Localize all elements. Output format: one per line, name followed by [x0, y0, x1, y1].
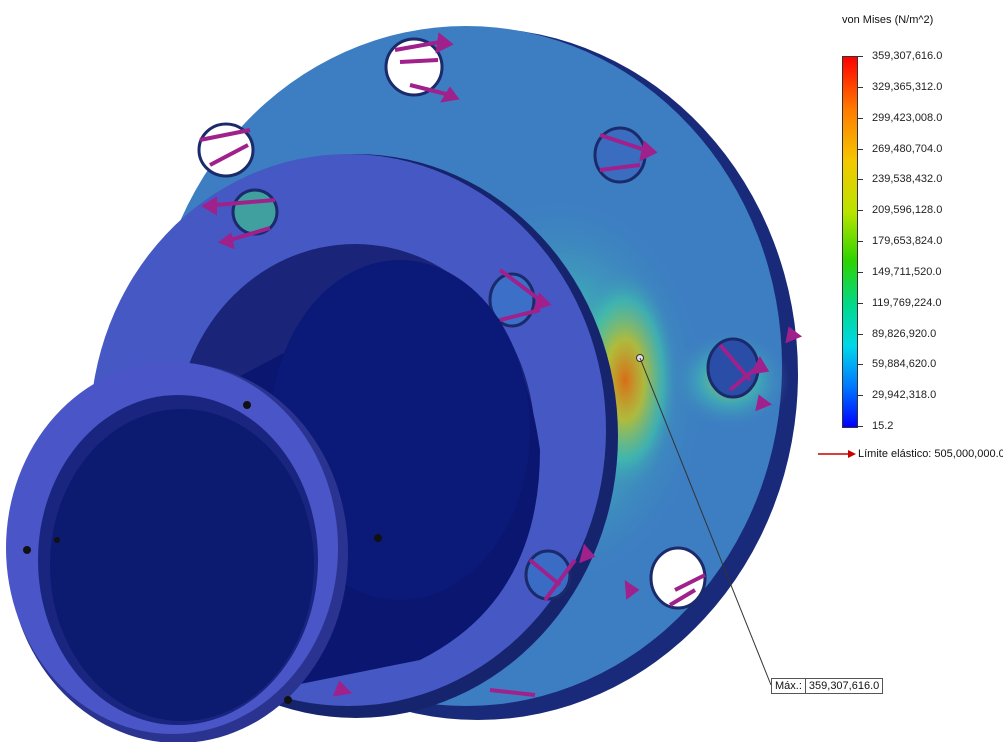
legend-tick-label: 359,307,616.0: [872, 50, 943, 62]
max-value: 359,307,616.0: [808, 680, 880, 692]
legend-tick-mark: [857, 86, 863, 88]
legend-title: von Mises (N/m^2): [842, 14, 934, 26]
legend-color-bar: [842, 56, 858, 428]
max-probe[interactable]: [636, 354, 772, 686]
legend-tick-mark: [857, 271, 863, 273]
legend-tick-label: 149,711,520.0: [872, 265, 942, 278]
legend-tick-mark: [857, 302, 863, 304]
rim-hole: [284, 696, 292, 704]
legend-tick-mark: [857, 148, 863, 150]
legend-tick-mark: [857, 364, 863, 366]
legend-tick-label: 29,942,318.0: [872, 389, 937, 402]
legend-tick-mark: [857, 395, 863, 397]
legend-tick-mark: [857, 179, 863, 181]
legend-tick-label: 299,423,008.0: [872, 111, 943, 124]
max-value-callout[interactable]: Máx.: 359,307,616.0: [771, 678, 884, 694]
legend-tick-label: 119,769,224.0: [872, 296, 942, 309]
yield-arrow-icon: [818, 448, 856, 463]
legend-tick-label: 209,596,128.0: [872, 204, 943, 217]
legend-tick-mark: [857, 56, 863, 57]
legend-tick-mark: [857, 210, 863, 212]
rim-hole: [54, 537, 60, 543]
legend-tick-label: 59,884,620.0: [872, 358, 937, 371]
front-rim: [6, 362, 382, 742]
legend-tick-label: 89,826,920.0: [872, 327, 937, 340]
legend-tick-label: 179,653,824.0: [872, 235, 943, 247]
legend-tick-label: 269,480,704.0: [872, 142, 943, 155]
bolt-hole: [384, 37, 444, 97]
legend-tick-label: 239,538,432.0: [872, 173, 943, 186]
legend-tick-label: 329,365,312.0: [872, 80, 943, 93]
legend-tick-mark: [857, 333, 863, 335]
rim-hole: [374, 534, 382, 542]
bolt-hole: [231, 188, 279, 236]
rim-hole: [243, 401, 251, 409]
legend-tick-mark: [857, 241, 863, 242]
rim-hole: [23, 546, 31, 554]
load-arrows: [199, 32, 803, 697]
legend-tick-mark: [857, 117, 863, 119]
legend-tick-label: 15.2: [872, 420, 894, 432]
legend-tick-mark: [857, 426, 863, 427]
yield-strength-label: Límite elástico: 505,000,000.0: [818, 448, 1003, 460]
max-label: Máx.:: [772, 679, 806, 693]
